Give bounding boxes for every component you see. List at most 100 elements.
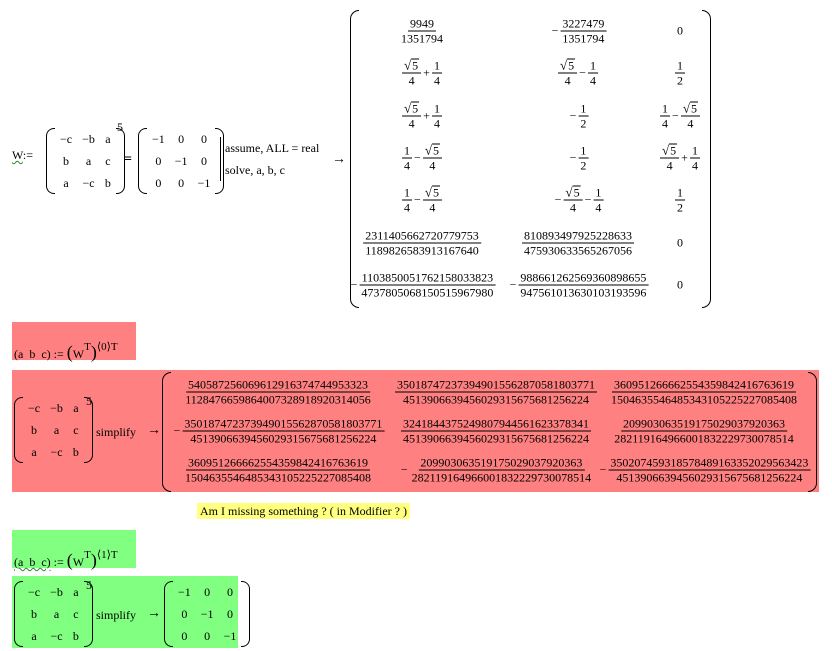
rhs-matrix-cell: 0 — [155, 153, 162, 168]
red-simplify-keyword: simplify — [96, 425, 137, 439]
question-note[interactable]: Am I missing something ? ( in Modifier ?… — [197, 503, 410, 519]
w-matrix-cell: a — [63, 175, 69, 190]
numerator: √5 — [402, 101, 422, 117]
red-abc-cell: b — [72, 444, 79, 459]
keyword-box[interactable]: assume, ALL = real solve, a, b, c — [220, 137, 319, 181]
radicand: 5 — [431, 185, 440, 200]
w-definition[interactable]: W:= — [12, 148, 33, 163]
green-assign-expr: (a b c) := (WT)⟨1⟩T — [14, 549, 118, 571]
w-matrix-cell: a — [85, 153, 92, 168]
radicand: 5 — [567, 58, 576, 73]
numerator: 9949 — [408, 16, 436, 32]
denominator: 2 — [677, 73, 683, 88]
green-abc-cell: a — [53, 606, 60, 621]
transpose-sup-2: T — [110, 549, 118, 561]
green-result-cell: −1 — [200, 606, 214, 621]
denominator: 1504635546485343105225227085408 — [611, 392, 797, 407]
denominator: 1128476659864007328918920314056 — [185, 392, 371, 407]
numerator: 1 — [675, 185, 685, 201]
sqrt: √5 — [662, 143, 678, 158]
denominator: 4513906639456029315675681256224 — [403, 392, 589, 407]
numerator: 1 — [402, 143, 413, 159]
numerator: 1 — [431, 58, 442, 74]
numerator: √5 — [563, 185, 583, 201]
denominator: 4 — [687, 116, 694, 131]
red-abc-cell: a — [31, 444, 37, 459]
green-result-cell: 0 — [181, 628, 188, 643]
radicand: 5 — [431, 143, 440, 158]
green-assign-region[interactable]: (a b c) := (WT)⟨1⟩T — [12, 530, 136, 571]
column-sup: ⟨1⟩ — [96, 549, 111, 561]
numerator: 350207459318578489163352029563423 — [608, 455, 811, 471]
matrix-entry: 0 — [677, 24, 683, 39]
numerator: 1103850051762158033823 — [359, 270, 496, 286]
red-power: 5 — [86, 394, 92, 408]
numerator: 1 — [675, 58, 685, 74]
denominator: 4 — [429, 200, 436, 215]
denominator: 4513906639456029315675681256224 — [616, 470, 803, 485]
green-result-cell: 0 — [226, 584, 233, 599]
numerator: 1 — [402, 185, 413, 201]
numerator: 360951266662554359842416763619 — [186, 455, 370, 471]
numerator: 209903063519175029037920363 — [418, 455, 585, 471]
red-assign-region[interactable]: (a b c) := (WT)⟨0⟩T — [12, 322, 136, 362]
operator: + — [423, 108, 430, 123]
denominator: 4 — [433, 116, 440, 131]
green-abc-cell: a — [31, 628, 37, 643]
w-matrix-cell: a — [105, 131, 111, 146]
w-matrix-cell: −c — [60, 131, 73, 146]
transpose-sup: T — [84, 549, 91, 561]
assign-operator: := — [53, 555, 64, 569]
red-abc-cell: −b — [50, 400, 63, 415]
green-abc-cell: −c — [28, 584, 41, 599]
paren-close: ) — [90, 342, 97, 362]
sign: − — [400, 462, 408, 477]
green-result-cell: 0 — [181, 606, 188, 621]
numerator: 810893497925228633 — [522, 228, 634, 244]
abc-vector: (a b c) — [14, 555, 51, 569]
numerator: 350187472373949015562870581803771 — [182, 416, 385, 432]
green-result-cell: 0 — [204, 584, 211, 599]
numerator: √5 — [402, 58, 422, 74]
solution-bracket-right — [702, 10, 711, 308]
keyword-assume: assume, ALL = real — [225, 141, 320, 155]
green-simplify-region[interactable] — [12, 576, 238, 648]
paren-close: ) — [90, 550, 97, 570]
denominator: 4513906639456029315675681256224 — [190, 431, 377, 446]
numerator: √5 — [422, 185, 442, 201]
sign: − — [173, 423, 181, 438]
sign: − — [509, 277, 517, 292]
green-result-cell: −1 — [178, 584, 191, 599]
radicand: 5 — [669, 143, 678, 158]
green-result-cell: 0 — [226, 606, 233, 621]
green-power: 5 — [86, 578, 92, 592]
numerator: 988661262569360898655 — [518, 270, 649, 286]
entry-value: 0 — [677, 235, 683, 250]
w-variable[interactable]: W — [12, 148, 23, 162]
red-abc-cell: −c — [28, 400, 41, 415]
green-abc-cell: c — [73, 606, 79, 621]
